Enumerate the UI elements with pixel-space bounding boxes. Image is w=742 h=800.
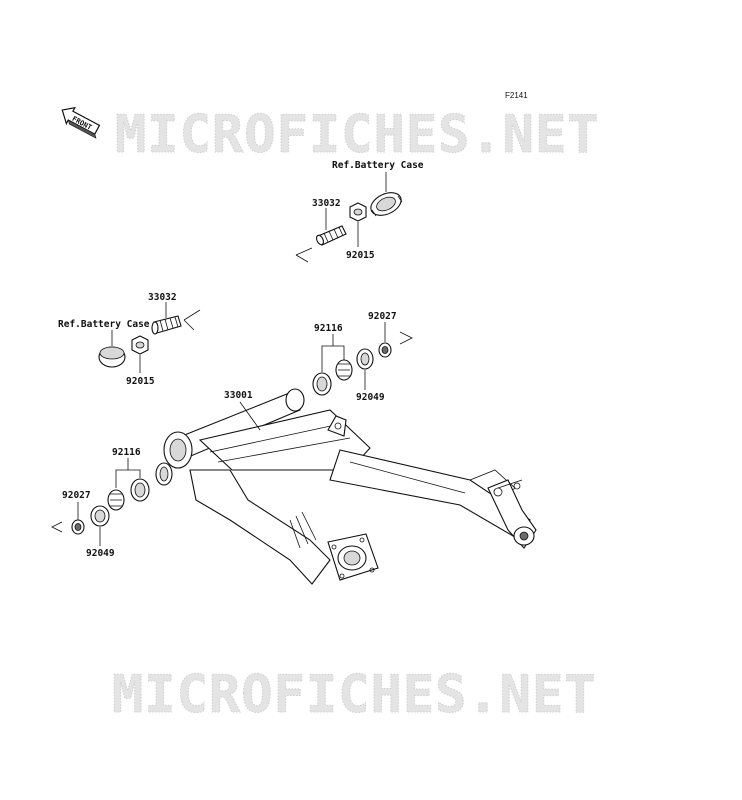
label-33032-top: 33032 xyxy=(312,198,341,209)
bearing-92116-right xyxy=(335,359,353,381)
battery-case-cap-top xyxy=(370,192,403,217)
nut-92015-top xyxy=(349,202,367,222)
bearing-race-left xyxy=(155,462,173,486)
swingarm-33001 xyxy=(163,388,537,585)
shaft-33032-left xyxy=(151,315,182,335)
label-92027-left: 92027 xyxy=(62,490,91,501)
label-ref-battery-case-left: Ref.Battery Case xyxy=(58,319,150,330)
label-92049-right: 92049 xyxy=(356,392,385,403)
label-92116-right: 92116 xyxy=(314,323,343,334)
cap-92027-left xyxy=(71,519,85,535)
label-33032-left: 33032 xyxy=(148,292,177,303)
battery-case-cap-left xyxy=(98,346,126,368)
seal-92049-right xyxy=(356,348,374,370)
bearing-race-right xyxy=(312,372,332,396)
figure-id: F2141 xyxy=(505,91,528,100)
label-ref-battery-case-top: Ref.Battery Case xyxy=(332,160,424,171)
cap-92027-right xyxy=(378,342,392,358)
seal-92049-left xyxy=(90,505,110,527)
nut-92015-left xyxy=(131,335,149,355)
label-92015-left: 92015 xyxy=(126,376,155,387)
label-92027-right: 92027 xyxy=(368,311,397,322)
label-92015-top: 92015 xyxy=(346,250,375,261)
bearing-92116-left xyxy=(107,489,125,511)
shaft-33032-top xyxy=(316,225,347,246)
watermark-top: MICROFICHES.NET xyxy=(115,105,600,165)
front-arrow-icon: FRONT xyxy=(61,106,101,139)
watermark-bottom: MICROFICHES.NET xyxy=(112,665,597,725)
label-92116-left: 92116 xyxy=(112,447,141,458)
label-92049-left: 92049 xyxy=(86,548,115,559)
bearing-92116-race-left xyxy=(130,478,150,502)
label-33001: 33001 xyxy=(224,390,253,401)
